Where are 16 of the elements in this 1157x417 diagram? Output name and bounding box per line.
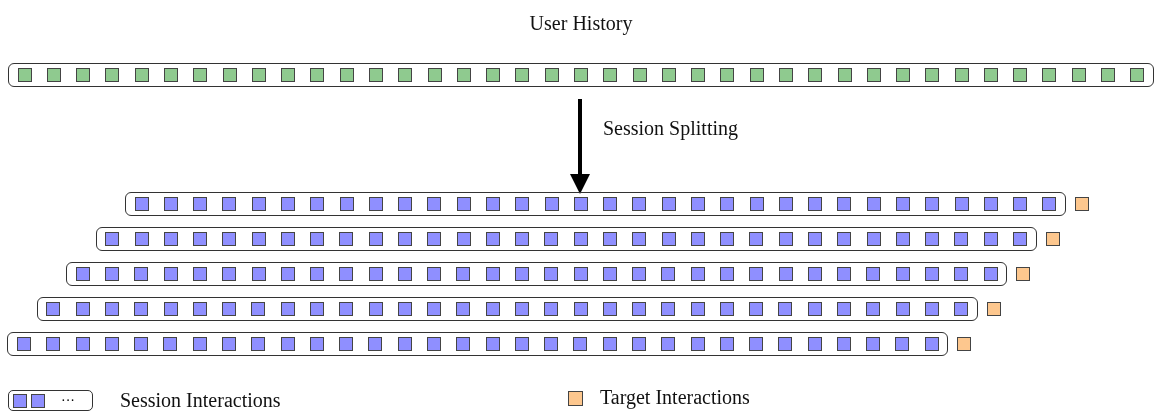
target-square bbox=[1016, 267, 1031, 281]
legend-label: Session Interactions bbox=[120, 389, 281, 412]
target-square bbox=[957, 337, 972, 351]
session-bar bbox=[66, 262, 1008, 286]
legend-label: Target Interactions bbox=[600, 386, 750, 409]
session-bar bbox=[36, 297, 978, 321]
edge-label: Session Splitting bbox=[603, 117, 739, 140]
session-bar bbox=[95, 227, 1037, 251]
legend-sample: ··· bbox=[8, 390, 93, 411]
target-square bbox=[1045, 232, 1060, 246]
session-bar bbox=[7, 332, 949, 356]
session-bar bbox=[125, 192, 1066, 216]
arrow bbox=[570, 99, 590, 194]
title-text: User History bbox=[529, 12, 633, 35]
target-square bbox=[1075, 197, 1089, 211]
target-square bbox=[986, 302, 1001, 316]
